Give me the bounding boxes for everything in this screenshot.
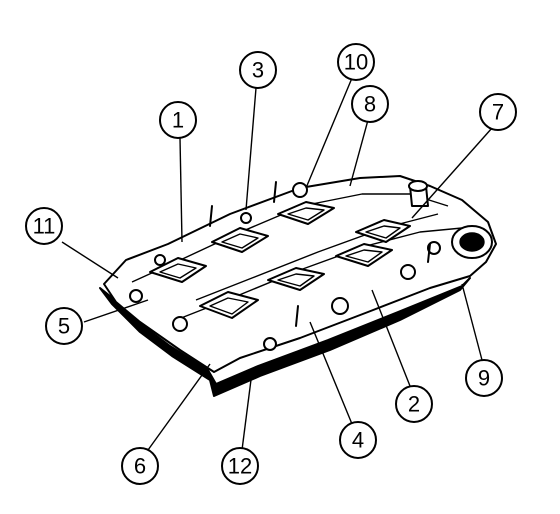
leader-4: [309, 321, 353, 425]
callout-3: 3: [239, 51, 277, 89]
leader-5: [83, 299, 149, 323]
bolt-bosses: [129, 182, 441, 351]
callout-1: 1: [159, 101, 197, 139]
svg-text:11: 11: [33, 214, 56, 239]
svg-text:5: 5: [58, 314, 70, 339]
leader-11: [61, 241, 119, 279]
svg-text:1: 1: [172, 108, 184, 133]
callout-8: 8: [351, 85, 389, 123]
base-flange-shadow: [99, 277, 471, 397]
leader-lines: [61, 77, 493, 451]
svg-text:6: 6: [134, 454, 146, 479]
callout-10: 10: [337, 43, 375, 81]
leader-2: [371, 289, 411, 387]
leader-6: [147, 363, 211, 451]
studs: [209, 181, 431, 327]
svg-text:12: 12: [228, 454, 252, 479]
svg-text:4: 4: [352, 428, 364, 453]
callout-2: 2: [395, 385, 433, 423]
svg-text:2: 2: [408, 392, 420, 417]
leader-9: [461, 283, 483, 361]
callout-12: 12: [221, 447, 259, 485]
leader-10: [305, 77, 353, 189]
callout-4: 4: [339, 421, 377, 459]
callouts: 1 3 10 8 7 11 5 6: [25, 43, 517, 485]
leader-7: [411, 127, 493, 219]
svg-text:7: 7: [492, 100, 504, 125]
intake-manifold-drawing: [99, 175, 497, 397]
callout-6: 6: [121, 447, 159, 485]
svg-text:10: 10: [344, 50, 368, 75]
leader-8: [349, 119, 369, 187]
leader-3: [245, 87, 257, 211]
leader-1: [179, 137, 183, 243]
callout-11: 11: [25, 207, 63, 245]
throttle-body-bore: [451, 225, 493, 259]
svg-text:9: 9: [478, 366, 490, 391]
callout-9: 9: [465, 359, 503, 397]
leader-12: [241, 371, 253, 451]
svg-text:3: 3: [252, 58, 264, 83]
top-fitting: [408, 180, 429, 207]
callout-5: 5: [45, 307, 83, 345]
callout-7: 7: [479, 93, 517, 131]
runner-ports-rear: [149, 201, 411, 283]
svg-text:8: 8: [364, 92, 376, 117]
runner-ports-front: [199, 243, 393, 319]
